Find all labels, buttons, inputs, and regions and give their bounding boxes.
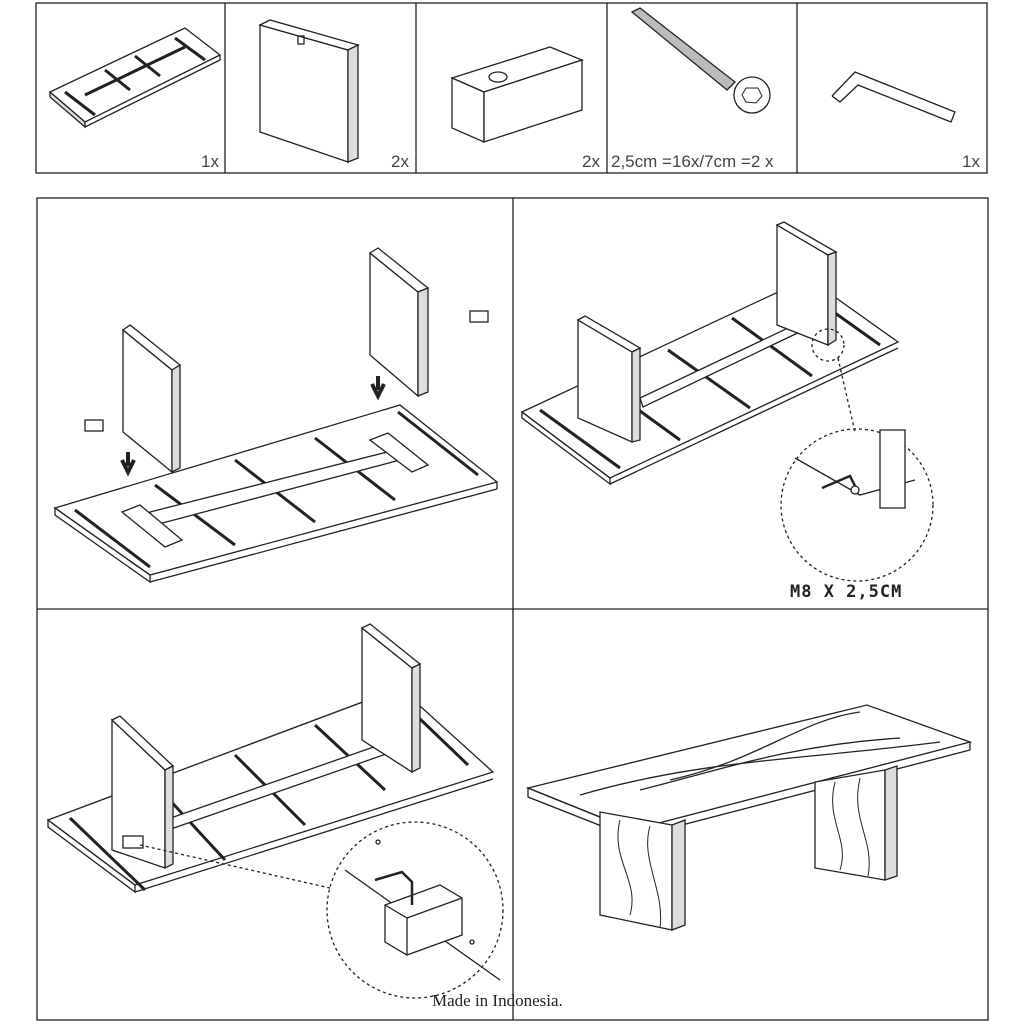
finished-table-illustration [525,704,973,931]
allen-key-part-illustration [831,71,956,123]
block-part-illustration [450,46,584,143]
parts-frame [35,2,988,174]
bolt-part-illustration [630,7,771,114]
step-3-illustration [46,623,504,999]
block-qty: 2x [582,152,600,171]
bolt-spec-label: M8 X 2,5CM [790,582,903,602]
leg-panel-qty: 2x [391,152,409,171]
arrow-down-icon [120,452,136,477]
step-1-illustration [53,247,499,584]
step-2-illustration [520,221,934,582]
steps-frame [36,197,989,1021]
arrow-down-icon [370,376,386,401]
allen-key-qty: 1x [962,152,980,171]
tabletop-part-illustration [48,27,222,129]
bolt-qty: 2,5cm =16x/7cm =2 x [611,152,774,171]
footer-origin: Made in Indonesia. [432,991,563,1010]
leg-panel-part-illustration [258,19,360,163]
tabletop-qty: 1x [201,152,219,171]
